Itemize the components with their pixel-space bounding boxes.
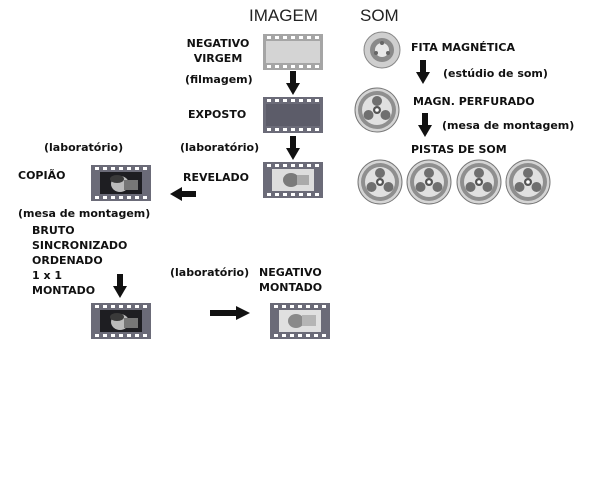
laboratorio-label-3: (laboratório) xyxy=(170,266,250,279)
arrow-down-icon xyxy=(416,60,430,84)
arrow-down-icon xyxy=(286,71,300,95)
arrow-down-icon xyxy=(286,136,300,160)
arrow-right-icon xyxy=(210,306,250,320)
edit-steps-list: BRUTO SINCRONIZADO ORDENADO 1 x 1 MONTAD… xyxy=(32,224,128,297)
arrow-left-icon xyxy=(170,187,196,201)
sound-track-reel-icon xyxy=(456,159,502,205)
negativo-montado-label: NEGATIVO MONTADO xyxy=(259,266,323,294)
arrow-down-icon xyxy=(418,113,432,137)
film-negativo-virgem xyxy=(263,34,323,70)
magnetic-tape-reel-icon xyxy=(363,31,401,69)
laboratorio-label-2: (laboratório) xyxy=(44,141,124,154)
revelado-label: REVELADO xyxy=(183,171,250,184)
mesa-montagem-label: (mesa de montagem) xyxy=(18,207,151,220)
exposto-label: EXPOSTO xyxy=(188,108,247,121)
sound-track-reel-icon xyxy=(505,159,551,205)
filmagem-label: (filmagem) xyxy=(185,73,253,86)
sound-track-reel-icon xyxy=(406,159,452,205)
copiao-label: COPIÃO xyxy=(18,169,66,182)
magn-perfurado-label: MAGN. PERFURADO xyxy=(413,95,535,108)
film-exposto xyxy=(263,97,323,133)
sound-column-header: SOM xyxy=(360,6,399,25)
image-column-header: IMAGEM xyxy=(249,6,318,25)
film-copiao xyxy=(91,165,151,201)
sound-track-reel-icon xyxy=(357,159,403,205)
pistas-som-label: PISTAS DE SOM xyxy=(411,143,507,156)
negativo-virgem-label: NEGATIVO VIRGEM xyxy=(186,37,250,65)
laboratorio-label-1: (laboratório) xyxy=(180,141,260,154)
arrow-down-icon xyxy=(113,274,127,298)
mesa-montagem-sound-label: (mesa de montagem) xyxy=(442,119,575,132)
film-revelado xyxy=(263,162,323,198)
estudio-som-label: (estúdio de som) xyxy=(443,67,548,80)
film-montado xyxy=(91,303,151,339)
fita-magnetica-label: FITA MAGNÉTICA xyxy=(411,41,515,54)
film-negativo-montado xyxy=(270,303,330,339)
perforated-magnetic-reel-icon xyxy=(354,87,400,133)
